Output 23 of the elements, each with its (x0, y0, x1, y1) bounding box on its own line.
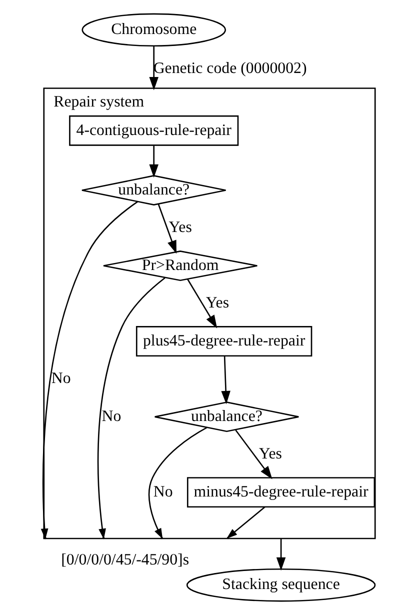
node-box: minus45-degree-rule-repair (186, 477, 376, 508)
edge-label: No (51, 370, 71, 388)
edge-label: Yes (258, 446, 282, 463)
node-ellipse: Stacking sequence (186, 568, 376, 602)
node-box: plus45-degree-rule-repair (136, 326, 312, 357)
arrow (276, 538, 286, 571)
edge-label: Yes (206, 294, 230, 312)
arrow (187, 278, 218, 328)
node-label: [0/0/0/0/45/-45/90]s (61, 552, 190, 569)
node-diamond: unbalance? (81, 175, 226, 206)
edge-label: No (102, 408, 122, 425)
arrow (149, 146, 158, 178)
node-diamond: unbalance? (154, 402, 300, 432)
node-diamond: Pr>Random (102, 250, 258, 282)
node-box: 4-contiguous-rule-repair (69, 115, 239, 146)
arrow (149, 46, 158, 90)
arrow (158, 204, 176, 254)
edge-label: Genetic code (0000002) (153, 60, 307, 78)
edge-label: No (153, 483, 173, 500)
node-ellipse: Chromosome (82, 13, 226, 47)
arrow (235, 430, 272, 480)
arrow (221, 356, 230, 404)
edge-label: Yes (168, 219, 192, 236)
